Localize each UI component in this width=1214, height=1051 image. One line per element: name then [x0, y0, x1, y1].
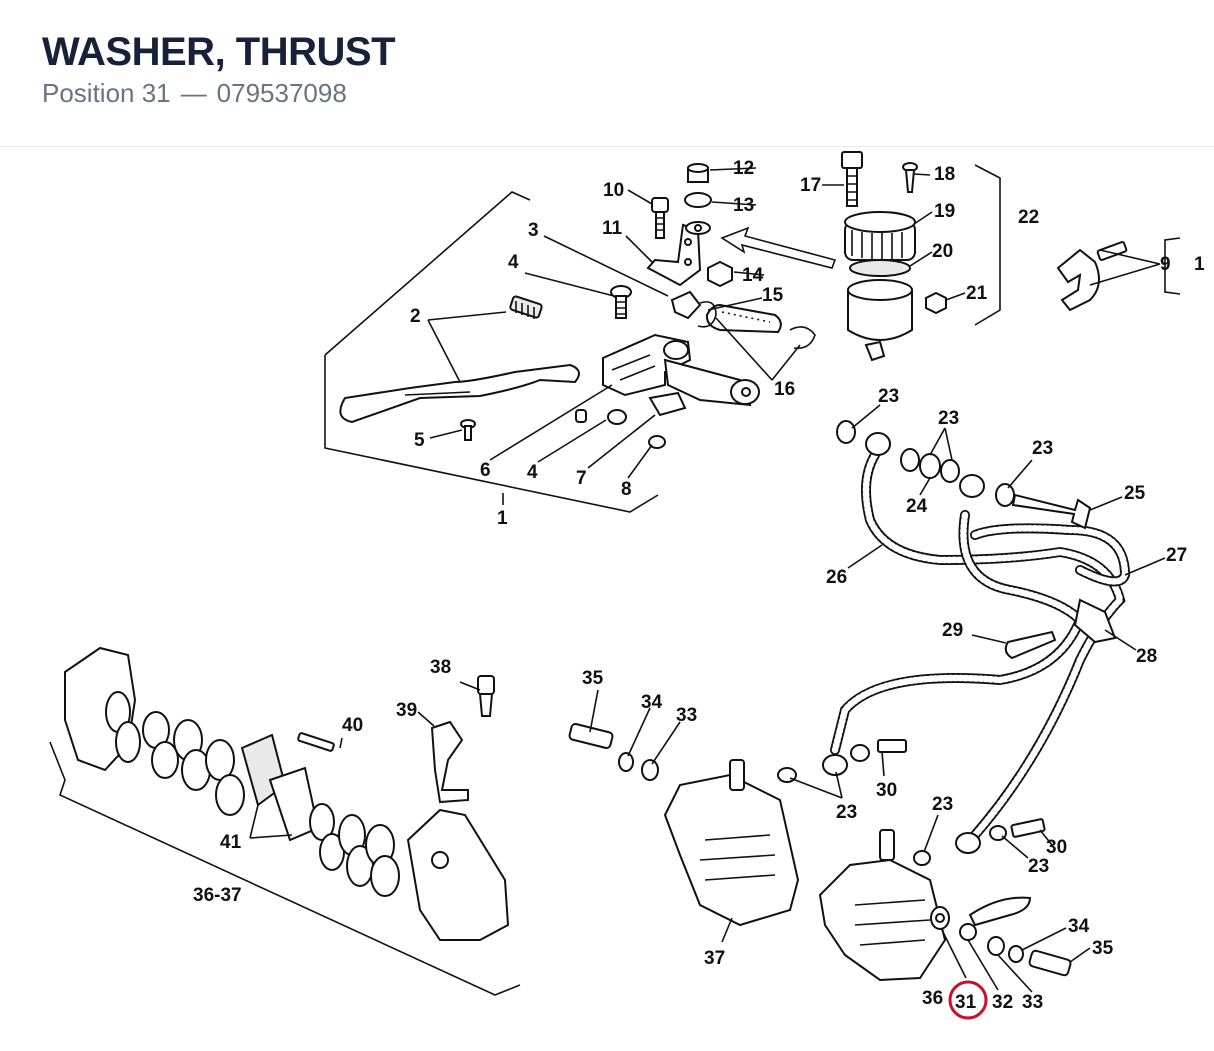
small-hardware — [460, 409, 666, 449]
callout-8: 8 — [621, 479, 632, 500]
callout-20: 20 — [932, 241, 953, 262]
callout-35b: 35 — [1092, 938, 1114, 959]
bracket-39 — [430, 720, 469, 804]
callout-labels: 1 1 2 3 4 4 5 6 7 8 9 10 11 12 13 14 15 … — [193, 158, 1205, 1013]
callout-25: 25 — [1124, 483, 1146, 504]
callout-13: 13 — [733, 195, 754, 216]
callout-4b: 4 — [527, 462, 538, 483]
bleeder-38 — [477, 675, 495, 717]
banjo-fittings — [777, 420, 1117, 866]
callout-41: 41 — [220, 832, 242, 853]
callout-37: 37 — [704, 948, 725, 969]
left-caliper-exploded — [64, 646, 510, 941]
callout-18: 18 — [934, 164, 955, 185]
master-cylinder-frame — [324, 191, 659, 513]
bracket-bolt — [651, 197, 669, 239]
part-number: 079537098 — [216, 78, 347, 108]
callout-33a: 33 — [676, 705, 697, 726]
callout-39: 39 — [396, 700, 417, 721]
callout-24: 24 — [906, 496, 928, 517]
callout-23b: 23 — [938, 408, 959, 429]
callout-21: 21 — [966, 283, 988, 304]
callout-28: 28 — [1136, 646, 1157, 667]
caliper-group-frame — [49, 741, 521, 996]
bolt-35-34-33-left — [568, 723, 659, 781]
caliper-36 — [818, 829, 947, 982]
master-cylinder-body — [663, 290, 760, 407]
callout-23d: 23 — [836, 802, 857, 823]
callout-30a: 30 — [876, 780, 897, 801]
pin-40 — [297, 732, 335, 752]
brake-hoses — [830, 450, 1131, 840]
part-subtitle: Position 31 — 079537098 — [42, 78, 347, 109]
callout-38: 38 — [430, 657, 451, 678]
callout-3: 3 — [528, 220, 539, 241]
callout-26: 26 — [826, 567, 847, 588]
leader-lines — [249, 167, 1166, 993]
callout-34b: 34 — [1068, 916, 1090, 937]
page-header: WASHER, THRUST Position 31 — 079537098 — [0, 0, 1214, 147]
callout-40: 40 — [342, 715, 363, 736]
callout-2: 2 — [410, 306, 421, 327]
callout-35a: 35 — [582, 668, 604, 689]
callout-15: 15 — [762, 285, 784, 306]
callout-16: 16 — [774, 379, 795, 400]
reservoir-hose — [697, 301, 816, 350]
grommet-stack — [684, 163, 712, 235]
callout-6: 6 — [480, 460, 491, 481]
callout-36-37: 36-37 — [193, 885, 242, 906]
brake-lever — [339, 363, 580, 424]
callout-12: 12 — [733, 158, 754, 179]
callout-36: 36 — [922, 988, 943, 1009]
caliper-37 — [663, 759, 800, 927]
lever-bracket — [602, 333, 692, 397]
callout-23f: 23 — [1028, 856, 1049, 877]
callout-32: 32 — [992, 992, 1013, 1013]
page-title: WASHER, THRUST — [42, 30, 396, 74]
callout-7: 7 — [576, 468, 587, 489]
position-label: Position 31 — [42, 78, 171, 108]
callout-1b: 1 — [1194, 254, 1205, 275]
pivot-screw — [610, 285, 632, 319]
callout-17: 17 — [800, 175, 821, 196]
callout-14: 14 — [742, 265, 764, 286]
adjuster-screw — [509, 295, 543, 319]
callout-23a: 23 — [878, 386, 899, 407]
callout-19: 19 — [934, 201, 955, 222]
callout-30b: 30 — [1046, 837, 1067, 858]
nut — [707, 260, 733, 288]
callout-29: 29 — [942, 620, 963, 641]
callout-10: 10 — [603, 180, 624, 201]
callout-22: 22 — [1018, 207, 1039, 228]
callout-23c: 23 — [1032, 438, 1053, 459]
callout-23e: 23 — [932, 794, 953, 815]
callout-34a: 34 — [641, 692, 663, 713]
callout-33b: 33 — [1022, 992, 1043, 1013]
callout-9: 9 — [1160, 254, 1171, 275]
callout-5: 5 — [414, 430, 425, 451]
subtitle-separator: — — [180, 78, 207, 108]
callout-27: 27 — [1166, 545, 1187, 566]
bracket-22 — [974, 164, 1001, 326]
right-caliper-hardware — [959, 896, 1072, 977]
reservoir-screws — [841, 151, 918, 207]
assembly-arrow — [720, 226, 837, 269]
thrust-washer-31 — [930, 906, 950, 930]
brake-switch — [648, 391, 687, 417]
callout-4a: 4 — [508, 252, 519, 273]
callout-11: 11 — [602, 218, 623, 239]
callout-31-highlighted: 31 — [955, 992, 977, 1013]
handlebar-clamp — [1056, 237, 1181, 312]
highlight-circle — [948, 980, 988, 1020]
fluid-reservoir — [844, 211, 947, 362]
callout-1a: 1 — [497, 508, 508, 529]
